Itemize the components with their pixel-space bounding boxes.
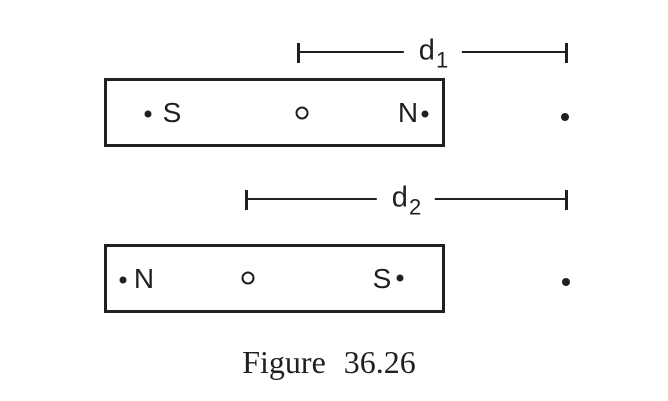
dimension-tick-left-d2 — [245, 190, 248, 210]
dimension-tick-left-d1 — [297, 43, 300, 63]
pole-dot-icon — [396, 274, 404, 282]
dimension-label-d1-base: d — [418, 34, 435, 67]
pole-dot-icon — [144, 110, 152, 118]
pole-label-left-top: S — [162, 97, 182, 128]
dimension-label-d1: d1 — [403, 34, 463, 71]
dimension-tick-right-d2 — [565, 190, 568, 210]
center-circle-icon — [295, 106, 309, 120]
bar-magnet-bottom — [104, 244, 445, 313]
pole-label-right-top: N — [397, 97, 419, 128]
pole-dot-icon — [421, 110, 429, 118]
figure-caption: Figure 36.26 — [242, 344, 416, 380]
dimension-tick-right-d1 — [565, 43, 568, 63]
dimension-label-d2-base: d — [391, 181, 408, 214]
pole-dot-icon — [119, 276, 127, 284]
field-point-dot-icon — [562, 278, 570, 286]
dimension-label-d1-subscript: 1 — [435, 47, 449, 73]
dimension-label-d2: d2 — [376, 181, 436, 218]
bar-magnet-top — [104, 78, 445, 147]
pole-label-right-bottom: S — [372, 263, 392, 294]
dimension-label-d2-subscript: 2 — [408, 194, 422, 220]
field-point-dot-icon — [561, 113, 569, 121]
pole-label-left-bottom: N — [133, 263, 155, 294]
center-circle-icon — [241, 271, 255, 285]
